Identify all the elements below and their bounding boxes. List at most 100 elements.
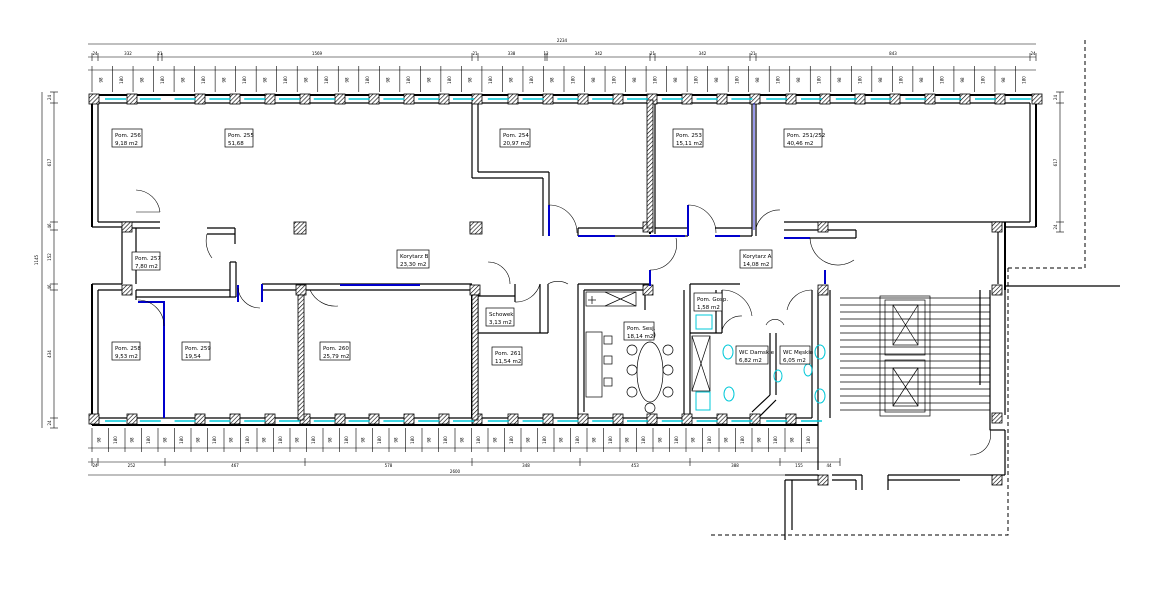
bottom-module-label: 98 (360, 437, 365, 443)
bottom-module-label: 98 (195, 437, 200, 443)
top-module-label: 180 (693, 76, 698, 84)
pillar (121, 284, 133, 296)
top-module-label: 98 (303, 77, 308, 83)
pillar (1031, 93, 1043, 105)
svg-text:23,30 m2: 23,30 m2 (400, 262, 426, 268)
bottom-module-label: 98 (294, 437, 299, 443)
top-segment-label: 21 (157, 51, 163, 56)
bottom-module-label: 180 (707, 436, 712, 444)
bottom-module-label: 98 (261, 437, 266, 443)
top-module-label: 180 (242, 76, 247, 84)
hatched-wall (297, 294, 305, 421)
pillar (469, 284, 481, 296)
svg-text:7,80 m2: 7,80 m2 (135, 264, 158, 270)
bottom-module-label: 98 (657, 437, 662, 443)
svg-text:19,54: 19,54 (185, 354, 201, 360)
bottom-module-label: 98 (459, 437, 464, 443)
pillar (194, 413, 206, 425)
svg-text:6,05 m2: 6,05 m2 (783, 358, 806, 364)
bottom-module-label: 98 (228, 437, 233, 443)
windows (105, 98, 1031, 422)
bottom-segment-label: 44 (826, 463, 832, 468)
top-module-label: 180 (1022, 76, 1027, 84)
bottom-segment-label: 348 (522, 463, 530, 468)
svg-text:Pom. Gosp.: Pom. Gosp. (697, 297, 728, 303)
top-module-label: 180 (201, 76, 206, 84)
top-total-label: 2234 (557, 38, 568, 43)
top-segment-label: 1569 (312, 51, 323, 56)
pillar (507, 413, 519, 425)
svg-text:Pom. 256: Pom. 256 (115, 133, 141, 139)
room-label-korytarz-b: Korytarz B23,30 m2 (396, 249, 430, 269)
bottom-module-label: 180 (740, 436, 745, 444)
pillar (785, 93, 797, 105)
top-module-label: 98 (386, 77, 391, 83)
right-segment-label: 24 (1053, 224, 1058, 230)
pillar (924, 93, 936, 105)
hatched-block (293, 221, 307, 235)
bottom-module-label: 98 (690, 437, 695, 443)
svg-text:Pom. 254: Pom. 254 (503, 133, 529, 139)
pillar (88, 93, 100, 105)
svg-text:18,14 m2: 18,14 m2 (627, 334, 653, 340)
room-label-gosp: Pom. Gosp. 1,58 m2 (693, 292, 728, 312)
bottom-module-label: 180 (575, 436, 580, 444)
svg-text:1,58 m2: 1,58 m2 (697, 305, 720, 311)
doors (135, 103, 991, 456)
bottom-module-label: 180 (443, 436, 448, 444)
top-module-label: 180 (817, 76, 822, 84)
interior-walls (121, 103, 1120, 540)
bottom-segment-label: 252 (128, 463, 136, 468)
bottom-module-label: 180 (773, 436, 778, 444)
bottom-module-label: 180 (674, 436, 679, 444)
svg-text:Pom. 251/252: Pom. 251/252 (787, 133, 825, 139)
top-module-label: 98 (262, 77, 267, 83)
top-module-label: 180 (570, 76, 575, 84)
left-segment-label: 24 (47, 95, 52, 101)
pillar (991, 474, 1003, 486)
top-module-label: 98 (345, 77, 350, 83)
svg-text:Pom. 258: Pom. 258 (115, 346, 141, 352)
top-module-label: 180 (447, 76, 452, 84)
bottom-module-label: 98 (393, 437, 398, 443)
bottom-module-label: 180 (278, 436, 283, 444)
left-segment-label: 46 (47, 284, 52, 290)
bottom-module-label: 98 (591, 437, 596, 443)
bottom-segment-label: 388 (731, 463, 739, 468)
pillar (299, 93, 311, 105)
pillar (438, 93, 450, 105)
pillar (542, 413, 554, 425)
top-module-label: 98 (1001, 77, 1006, 83)
pillar (817, 474, 829, 486)
pillar (991, 412, 1003, 424)
bottom-module-label: 180 (410, 436, 415, 444)
top-module-label: 180 (858, 76, 863, 84)
top-module-label: 180 (611, 76, 616, 84)
top-module-label: 98 (468, 77, 473, 83)
top-module-label: 98 (509, 77, 514, 83)
bottom-module-label: 180 (542, 436, 547, 444)
top-module-label: 180 (734, 76, 739, 84)
pillar (785, 413, 797, 425)
top-module-label: 180 (406, 76, 411, 84)
pillar (229, 93, 241, 105)
top-segment-label: 342 (699, 51, 707, 56)
pillar (334, 413, 346, 425)
bottom-module-label: 98 (789, 437, 794, 443)
dashed-outlines (710, 40, 1086, 536)
top-module-label: 180 (488, 76, 493, 84)
pillar (507, 93, 519, 105)
bottom-module-label: 180 (476, 436, 481, 444)
top-module-label: 98 (550, 77, 555, 83)
top-module-label: 98 (221, 77, 226, 83)
staircase (840, 297, 990, 411)
top-module-label: 98 (180, 77, 185, 83)
top-module-label: 180 (529, 76, 534, 84)
